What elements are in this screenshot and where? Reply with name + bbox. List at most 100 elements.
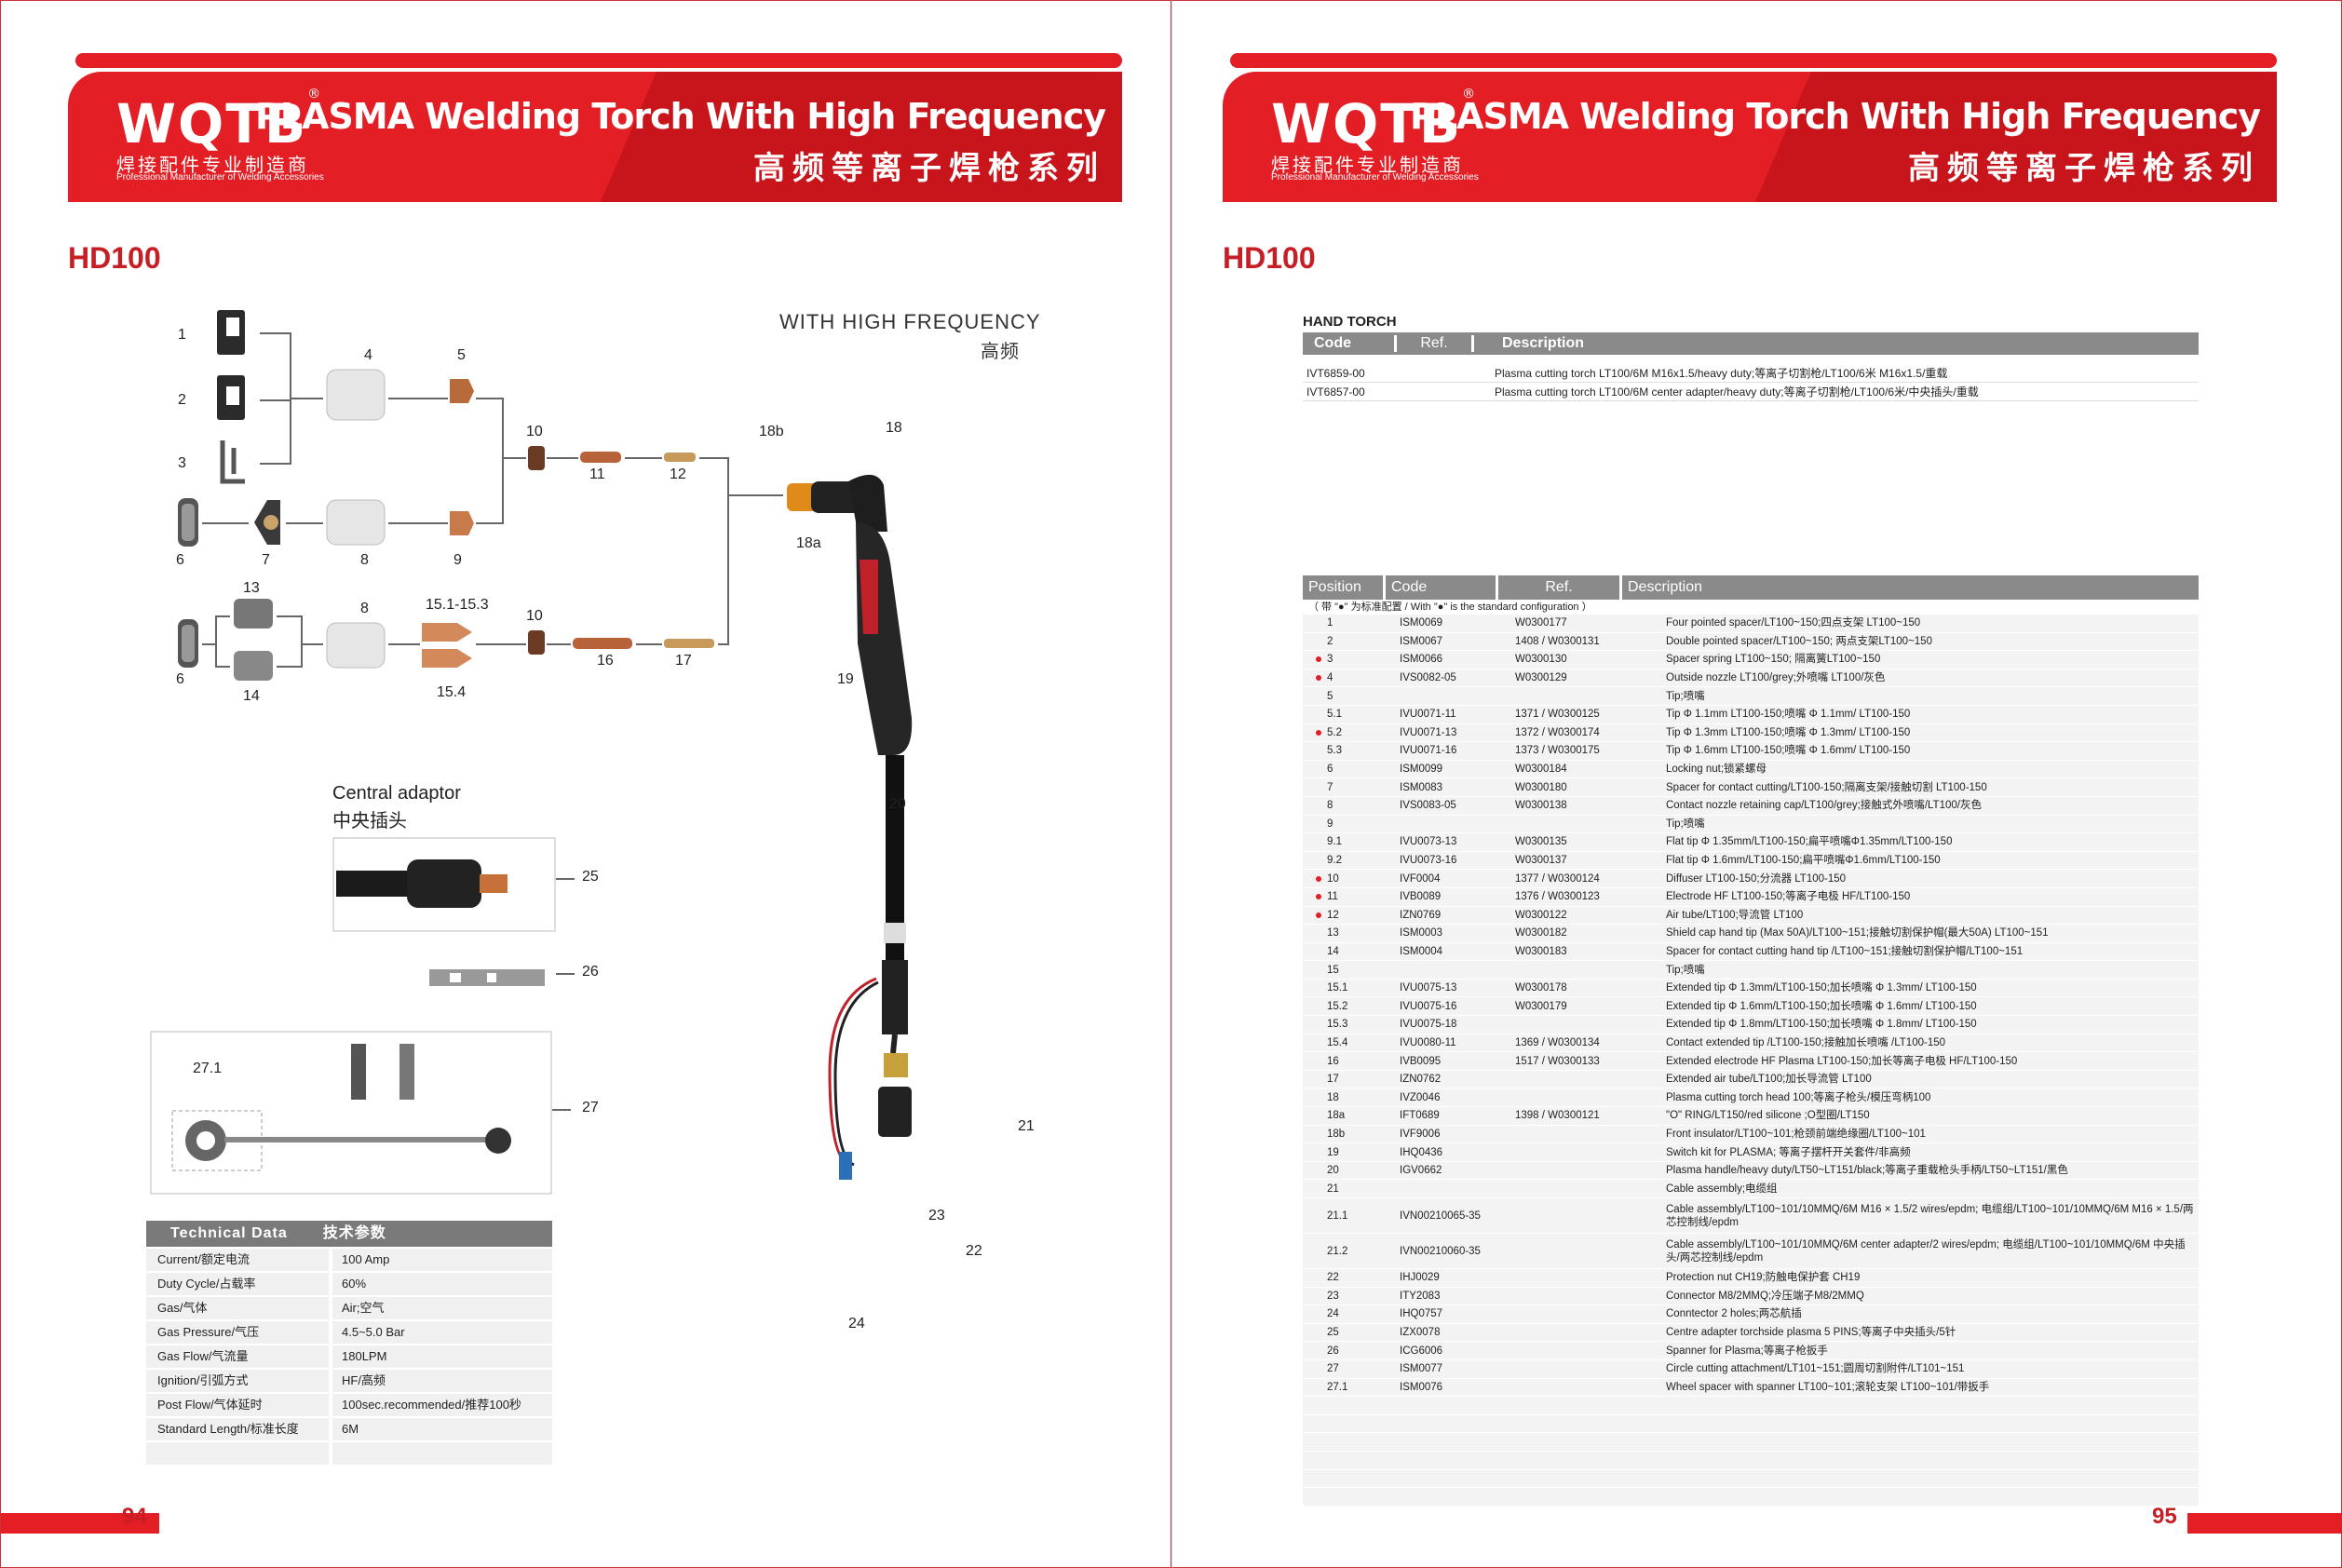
tech-data-value — [332, 1442, 552, 1465]
part-description: Shield cap hand tip (Max 50A)/LT100~151;… — [1666, 927, 2049, 939]
part-ref: 1369 / W0300134 — [1515, 1036, 1600, 1048]
page-number: 95 — [2152, 1504, 2177, 1529]
series-title-en: PLASMA Welding Torch With High Frequency — [254, 96, 1106, 137]
part-position: 13 — [1327, 927, 1339, 939]
part-description: Locking nut;锁紧螺母 — [1666, 764, 1767, 776]
callout-24: 24 — [848, 1316, 865, 1331]
diffuser-image — [528, 446, 545, 470]
part-position: 14 — [1327, 945, 1339, 957]
part-ref: W0300180 — [1515, 781, 1567, 793]
contact-nozzle-cap-image — [326, 499, 386, 546]
part-code: ISM0004 — [1400, 945, 1443, 957]
part-position: 21.1 — [1327, 1210, 1348, 1222]
part-code: IVF9006 — [1400, 1128, 1441, 1140]
parts-table-header: Position Code Ref. Description — [1303, 575, 2199, 600]
part-description: Air tube/LT100;导流管 LT100 — [1666, 909, 1804, 921]
tech-data-value: 180LPM — [332, 1345, 552, 1368]
part-description: Outside nozzle LT100/grey;外喷嘴 LT100/灰色 — [1666, 672, 1886, 684]
part-code: IVB0095 — [1400, 1055, 1442, 1067]
air-tube-image — [664, 453, 696, 462]
part-position: 12 — [1327, 909, 1339, 921]
tech-data-key: Current/额定电流 — [146, 1249, 329, 1271]
part-position: 21.2 — [1327, 1245, 1348, 1257]
callout-5: 5 — [457, 347, 466, 363]
brand-tagline-en: Professional Manufacturer of Welding Acc… — [116, 172, 324, 182]
part-code: IZN0769 — [1400, 909, 1442, 921]
parts-row — [1303, 1397, 2199, 1415]
part-position: 19 — [1327, 1146, 1339, 1158]
part-code: IVZ0046 — [1400, 1091, 1441, 1103]
part-position: 9 — [1327, 818, 1333, 830]
part-description: Tip Φ 1.1mm LT100-150;喷嘴 Φ 1.1mm/ LT100-… — [1666, 709, 1911, 721]
brand-logo: WQTB® — [1271, 86, 1478, 155]
tip-image — [450, 379, 474, 403]
part-position: 11 — [1327, 891, 1338, 903]
part-description: Switch kit for PLASMA; 等离子摆杆开关套件/非高频 — [1666, 1146, 1911, 1158]
part-description: Cable assembly;电缆组 — [1666, 1183, 1778, 1195]
part-code: IVS0082-05 — [1400, 672, 1456, 684]
part-description: Front insulator/LT100~101;枪颈前端绝缘圈/LT100~… — [1666, 1128, 1926, 1140]
central-adaptor-label-en: Central adaptor — [332, 783, 461, 804]
contact-spacer-image — [254, 500, 280, 545]
part-ref: W0300184 — [1515, 764, 1567, 776]
callout-25: 25 — [582, 869, 599, 885]
part-ref: 1377 / W0300124 — [1515, 872, 1600, 885]
part-description: Tip Φ 1.3mm LT100-150;喷嘴 Φ 1.3mm/ LT100-… — [1666, 726, 1911, 738]
technical-data-header: Technical Data 技术参数 — [146, 1221, 552, 1247]
parts-row — [1303, 1469, 2199, 1489]
part-description: Plasma cutting torch head 100;等离子枪头/模压弯柄… — [1666, 1091, 1931, 1103]
standard-config-dot — [1316, 894, 1321, 900]
part-ref: W0300178 — [1515, 982, 1567, 994]
part-description: Flat tip Φ 1.35mm/LT100-150;扁平喷嘴Φ1.35mm/… — [1666, 836, 1953, 848]
part-code: IVU0073-13 — [1400, 836, 1457, 848]
part-code: IVB0089 — [1400, 891, 1442, 903]
part-position: 22 — [1327, 1272, 1339, 1284]
header-banner-right: WQTB® 焊接配件专业制造商 Professional Manufacture… — [1223, 53, 2277, 202]
part-ref: W0300177 — [1515, 617, 1567, 629]
central-adaptor-label-cn: 中央插头 — [332, 811, 407, 831]
parts-row — [1303, 1488, 2199, 1507]
part-position: 27.1 — [1327, 1381, 1348, 1393]
callout-10: 10 — [526, 424, 543, 439]
central-adaptor-image — [332, 837, 556, 932]
part-position: 1 — [1327, 617, 1333, 629]
part-code: IVN00210060-35 — [1400, 1245, 1481, 1257]
callout-2: 2 — [178, 392, 186, 408]
part-ref: 1408 / W0300131 — [1515, 635, 1600, 647]
extended-air-tube-image — [664, 639, 714, 648]
circle-cutting-attachment-image — [150, 1031, 552, 1195]
tech-data-key: Post Flow/气体延时 — [146, 1394, 329, 1416]
part-description: Extended tip Φ 1.3mm/LT100-150;加长喷嘴 Φ 1.… — [1666, 982, 1977, 994]
part-code: IHQ0436 — [1400, 1146, 1443, 1158]
part-ref: W0300130 — [1515, 654, 1567, 666]
part-position: 27 — [1327, 1363, 1339, 1375]
part-position: 7 — [1327, 781, 1333, 793]
callout-1: 1 — [178, 327, 186, 343]
part-ref: 1376 / W0300123 — [1515, 891, 1600, 903]
part-code: ICG6006 — [1400, 1345, 1443, 1357]
page-number: 94 — [122, 1504, 147, 1529]
tech-data-key: Duty Cycle/占载率 — [146, 1273, 329, 1295]
part-code: IGV0662 — [1400, 1165, 1442, 1177]
part-description: Four pointed spacer/LT100~150;四点支架 LT100… — [1666, 617, 1921, 629]
part-position: 4 — [1327, 672, 1333, 684]
callout-10b: 10 — [526, 608, 543, 624]
